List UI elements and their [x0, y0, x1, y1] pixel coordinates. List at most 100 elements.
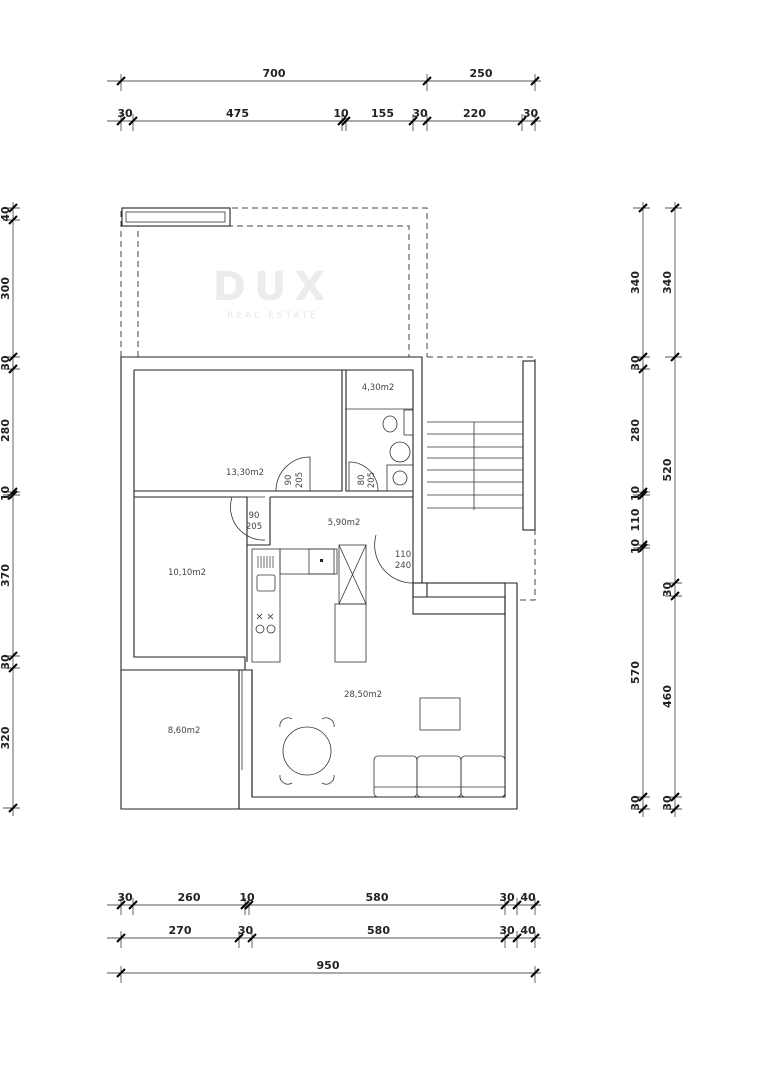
- dimension-label: 950: [317, 959, 340, 972]
- dimension-tick: [422, 76, 432, 86]
- dimension-tick: [8, 352, 18, 362]
- dimension-tick: [670, 804, 680, 814]
- dimension-label: 220: [463, 107, 486, 120]
- dimension-label: 570: [629, 661, 642, 684]
- dimension-label: 30: [117, 107, 133, 120]
- dimension-tick: [530, 900, 540, 910]
- planter: [121, 207, 231, 227]
- dimension-tick: [670, 578, 680, 588]
- dimension-label: 10: [333, 107, 349, 120]
- dimension-tick: [8, 490, 18, 500]
- dimension-label: 700: [263, 67, 286, 80]
- dimension-tick: [500, 933, 510, 943]
- door-label: 205: [246, 522, 262, 532]
- coffee-table: [419, 697, 461, 731]
- dimension-label: 30: [238, 924, 254, 937]
- dimension-label: 40: [520, 891, 536, 904]
- door-label: 90: [284, 475, 294, 486]
- dimension-tick: [116, 900, 126, 910]
- toilet-icon: [382, 415, 398, 433]
- dimension-label: 30: [661, 582, 674, 598]
- dimension-label: 280: [629, 419, 642, 442]
- dimension-label: 30: [412, 107, 428, 120]
- door-label: 90: [249, 511, 260, 521]
- dimension-tick: [500, 900, 510, 910]
- dimension-tick: [341, 116, 351, 126]
- dimension-label: 300: [0, 277, 12, 300]
- dimension-label: 40: [520, 924, 536, 937]
- dimension-label: 10: [0, 486, 12, 502]
- sink-icon: [256, 574, 276, 592]
- watermark-logo: DUX: [213, 264, 334, 310]
- sink-icon: [389, 441, 411, 463]
- doors: [230, 456, 416, 584]
- dimension-label: 30: [629, 355, 642, 371]
- dimension-label: 460: [661, 685, 674, 708]
- room-label-living: 28,50m2: [344, 690, 382, 700]
- dimension-label: 580: [367, 924, 390, 937]
- dimension-label: 30: [499, 924, 515, 937]
- dimension-tick: [530, 968, 540, 978]
- living-furniture: [279, 697, 506, 798]
- door-label: 80: [357, 475, 367, 486]
- walls: [120, 356, 518, 810]
- dimension-tick: [638, 364, 648, 374]
- room-label-bedroom-2: 10,10m2: [168, 568, 206, 578]
- kitchen: [251, 544, 367, 663]
- dimension-label: 30: [499, 891, 515, 904]
- room-label-bedroom-1: 13,30m2: [226, 468, 264, 478]
- dimension-tick: [8, 203, 18, 213]
- terrace-top: [120, 207, 428, 357]
- dimension-label: 370: [0, 564, 12, 587]
- dimension-tick: [530, 76, 540, 86]
- dimension-tick: [670, 792, 680, 802]
- dimension-tick: [670, 203, 680, 213]
- dimension-label: 260: [178, 891, 201, 904]
- dimension-label: 30: [629, 795, 642, 811]
- shower-icon: [386, 464, 414, 492]
- dimension-tick: [128, 900, 138, 910]
- dimension-label: 520: [661, 458, 674, 481]
- staircase: [427, 356, 536, 601]
- dimension-tick: [244, 900, 254, 910]
- dimension-tick: [8, 651, 18, 661]
- dimension-label: 40: [0, 206, 12, 222]
- dimension-label: 340: [629, 271, 642, 294]
- dimension-label: 280: [0, 419, 12, 442]
- dimension-tick: [670, 352, 680, 362]
- dimension-label: 155: [371, 107, 394, 120]
- dimension-tick: [512, 933, 522, 943]
- dimension-label: 320: [0, 726, 12, 749]
- dining-table: [282, 726, 332, 776]
- dimension-tick: [128, 116, 138, 126]
- dimension-label: 10: [629, 486, 642, 502]
- dimension-tick: [247, 933, 257, 943]
- bathroom-fixtures: [382, 409, 414, 492]
- dimension-tick: [517, 116, 527, 126]
- dimension-tick: [638, 352, 648, 362]
- dimension-label: 10: [239, 891, 255, 904]
- dimension-tick: [512, 900, 522, 910]
- dimension-tick: [670, 591, 680, 601]
- dimension-tick: [116, 116, 126, 126]
- dimension-tick: [234, 933, 244, 943]
- dimension-label: 270: [169, 924, 192, 937]
- dimension-label: 250: [470, 67, 493, 80]
- dimension-tick: [408, 116, 418, 126]
- dimension-tick: [8, 215, 18, 225]
- dimension-tick: [422, 116, 432, 126]
- sofa: [373, 755, 418, 798]
- dimension-tick: [530, 116, 540, 126]
- dimension-tick: [638, 490, 648, 500]
- dimension-tick: [638, 543, 648, 553]
- dimension-tick: [240, 900, 250, 910]
- door-label: 205: [367, 472, 377, 488]
- cooktop-icon: [257, 556, 274, 568]
- dimension-tick: [116, 933, 126, 943]
- dimension-tick: [337, 116, 347, 126]
- dimension-tick: [8, 364, 18, 374]
- dimension-tick: [8, 803, 18, 813]
- room-label-hallway: 5,90m2: [328, 518, 361, 528]
- dimension-label: 30: [0, 654, 12, 670]
